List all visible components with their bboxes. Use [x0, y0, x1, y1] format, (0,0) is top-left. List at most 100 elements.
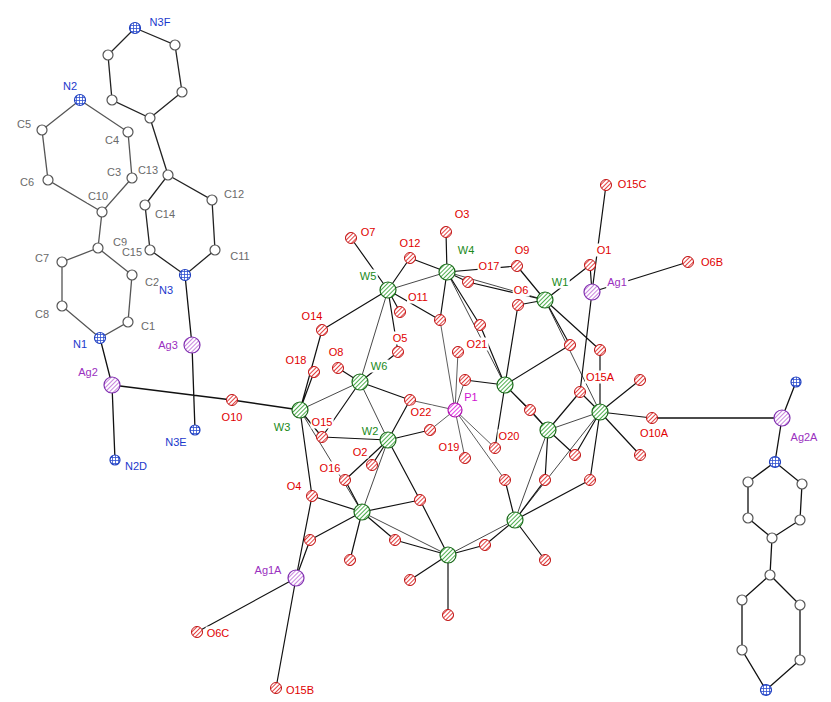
- oxygen-atom: [500, 475, 511, 486]
- bond-line: [108, 28, 215, 275]
- oxygen-atom: [490, 443, 501, 454]
- oxygen-atom: [405, 575, 416, 586]
- oxygen-atom: [513, 300, 524, 311]
- tungsten-atom: [439, 264, 455, 280]
- atom-label: C11: [229, 250, 250, 263]
- atom-label: O18: [285, 354, 308, 367]
- atom-label: W4: [457, 244, 476, 257]
- oxygen-atom: [635, 375, 646, 386]
- tungsten-atom: [292, 402, 308, 418]
- carbon-atom: [57, 257, 67, 267]
- atom-label: C4: [104, 134, 120, 147]
- atom-label: C10: [87, 190, 109, 203]
- atom-label: C5: [16, 118, 32, 131]
- oxygen-atom: [415, 495, 426, 506]
- atom-label: C15: [121, 246, 143, 259]
- carbon-atom: [765, 570, 775, 580]
- atom-label: C1: [140, 320, 156, 333]
- tungsten-atom: [440, 547, 456, 563]
- tungsten-atom: [497, 377, 513, 393]
- oxygen-atom: [460, 453, 471, 464]
- atom-label: O16: [319, 462, 342, 475]
- silver-atom: [288, 570, 304, 586]
- oxygen-atom: [575, 387, 586, 398]
- oxygen-atom: [435, 315, 446, 326]
- bond-line: [42, 100, 132, 338]
- atom-label: O19: [438, 441, 461, 454]
- atom-label: O15A: [585, 371, 615, 384]
- atom-label: C13: [137, 164, 159, 177]
- atom-label: Ag2A: [790, 431, 819, 444]
- oxygen-atom: [635, 450, 646, 461]
- nitrogen-atom: [110, 455, 120, 465]
- atom-label: O17: [478, 260, 501, 273]
- bond-line: [300, 272, 600, 555]
- atom-label: Ag1A: [254, 564, 283, 577]
- oxygen-atom: [309, 367, 320, 378]
- oxygen-atom: [647, 413, 658, 424]
- carbon-atom: [737, 645, 747, 655]
- oxygen-atom: [405, 253, 416, 264]
- carbon-atom: [210, 245, 220, 255]
- atom-label: O12: [399, 237, 422, 250]
- oxygen-atom: [570, 450, 581, 461]
- atom-group: [448, 403, 462, 417]
- atom-label: O21: [466, 338, 489, 351]
- atom-label: C14: [154, 208, 176, 221]
- oxygen-atom: [393, 347, 404, 358]
- atom-label: N2D: [124, 460, 148, 473]
- atom-label: N1: [72, 338, 88, 351]
- tungsten-atom: [354, 504, 370, 520]
- silver-atom: [584, 284, 600, 300]
- oxygen-atom: [367, 460, 378, 471]
- silver-atom: [184, 337, 200, 353]
- carbon-atom: [737, 595, 747, 605]
- oxygen-atom: [683, 257, 694, 268]
- atom-label: N3E: [164, 436, 187, 449]
- oxygen-atom: [512, 261, 523, 272]
- carbon-atom: [767, 533, 777, 543]
- oxygen-atom: [346, 233, 357, 244]
- carbon-atom: [177, 87, 187, 97]
- carbon-atom: [743, 477, 753, 487]
- oxygen-atom: [425, 425, 436, 436]
- atom-label: W1: [551, 276, 570, 289]
- oxygen-atom: [565, 340, 576, 351]
- oxygen-atom: [333, 363, 344, 374]
- oxygen-atom: [443, 610, 454, 621]
- oxygen-atom: [317, 325, 328, 336]
- oxygen-atom: [227, 395, 238, 406]
- atom-label: O6B: [700, 256, 724, 269]
- atom-group: [292, 264, 608, 563]
- carbon-atom: [127, 270, 137, 280]
- tungsten-atom: [507, 512, 523, 528]
- oxygen-atom: [340, 475, 351, 486]
- carbon-atom: [163, 170, 173, 180]
- atom-label: O22: [410, 406, 433, 419]
- atom-label: W6: [370, 360, 389, 373]
- oxygen-atom: [405, 395, 416, 406]
- oxygen-atom: [540, 555, 551, 566]
- carbon-atom: [207, 195, 217, 205]
- carbon-atom: [57, 301, 67, 311]
- nitrogen-atom: [770, 457, 781, 468]
- atom-label: C7: [34, 252, 50, 265]
- atom-label: C6: [19, 176, 35, 189]
- atom-group: [37, 40, 807, 665]
- oxygen-atom: [305, 535, 316, 546]
- nitrogen-atom: [791, 377, 801, 387]
- oxygen-atom: [453, 347, 464, 358]
- atom-label: C8: [34, 308, 50, 321]
- carbon-atom: [37, 125, 47, 135]
- atom-label: N3F: [149, 16, 172, 29]
- atom-label: O15: [311, 416, 334, 429]
- oxygen-atom: [480, 540, 491, 551]
- carbon-atom: [103, 50, 113, 60]
- oxygen-atom: [460, 375, 471, 386]
- atom-label: O15B: [285, 684, 315, 697]
- oxygen-atom: [595, 345, 606, 356]
- atom-label: O20: [498, 430, 521, 443]
